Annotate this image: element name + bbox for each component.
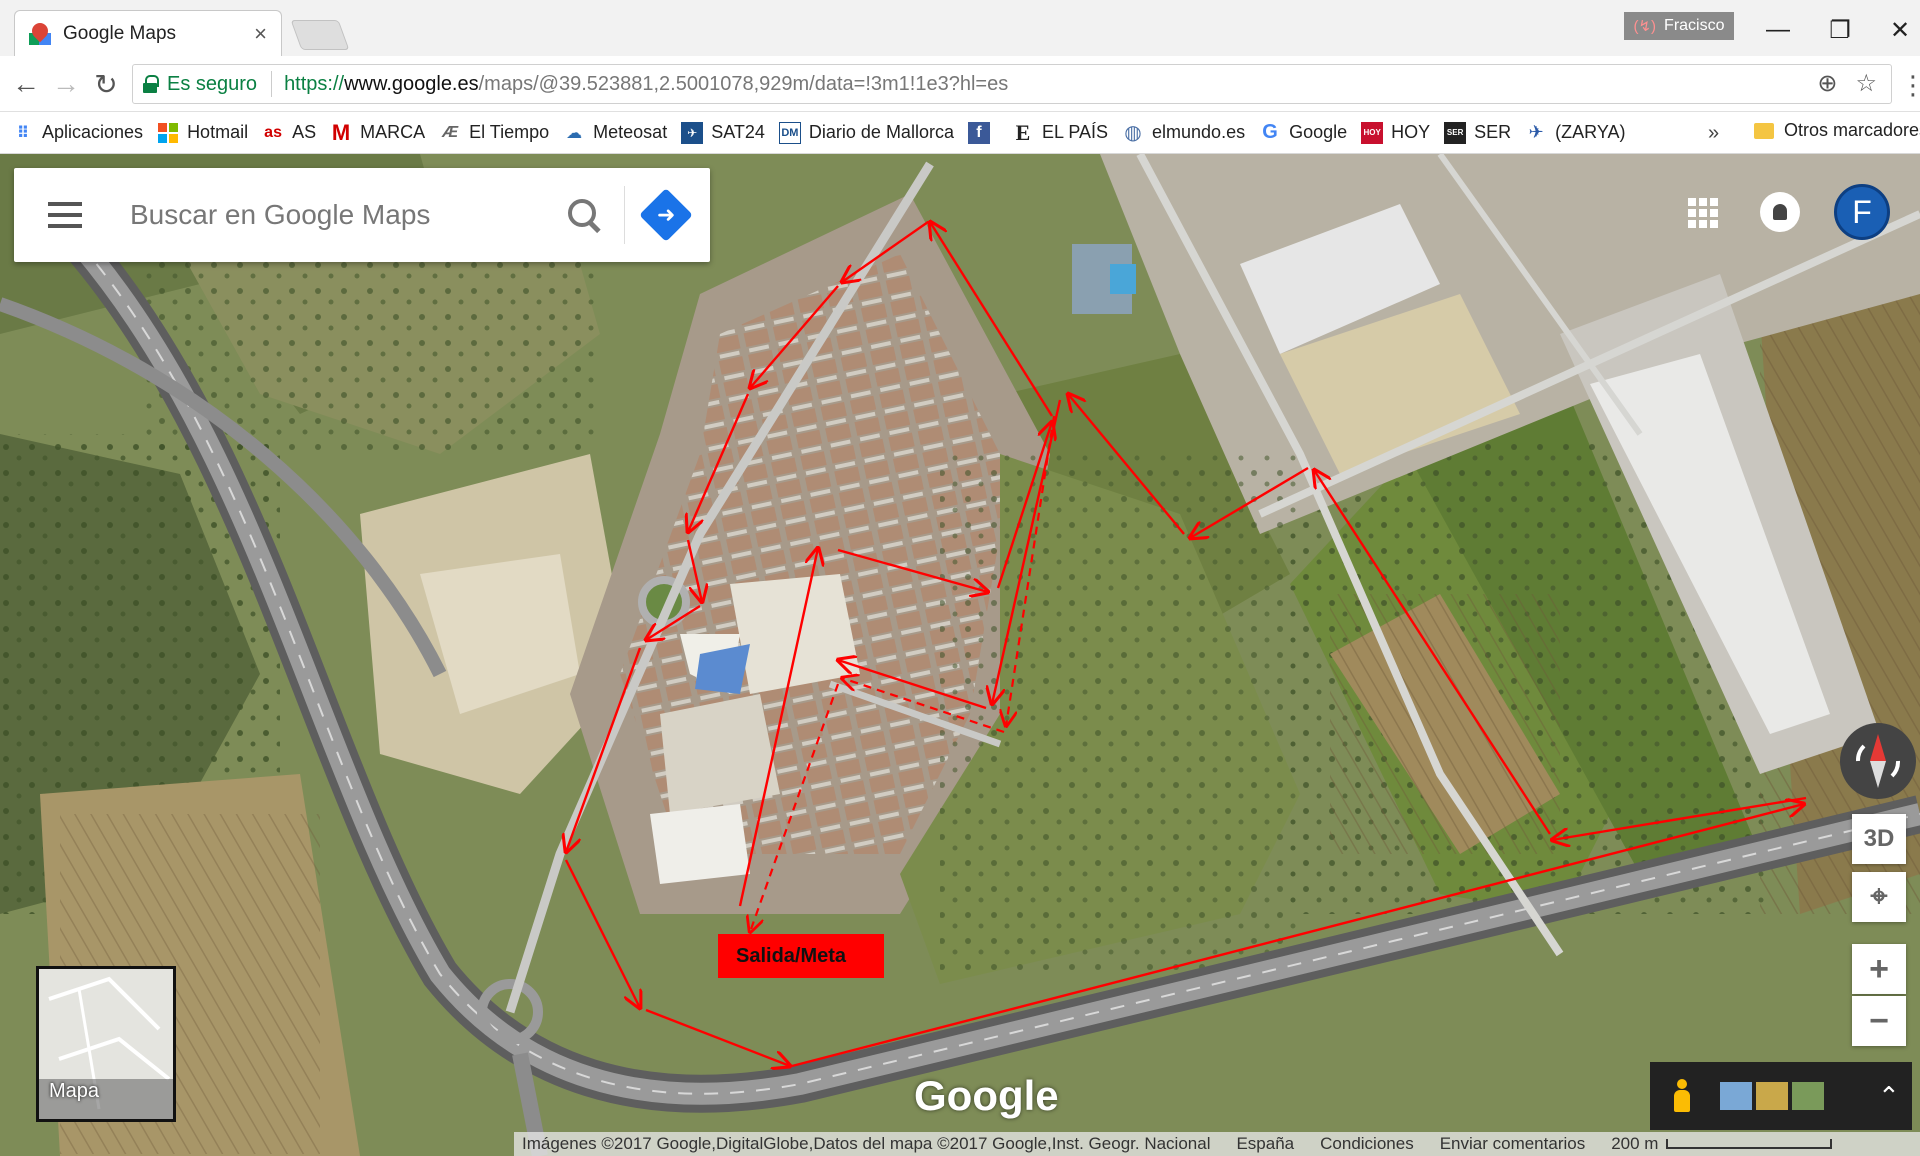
tab-title: Google Maps — [63, 22, 177, 44]
route-lines — [566, 222, 1806, 1066]
close-window-button[interactable]: ✕ — [1889, 16, 1911, 44]
reload-button[interactable]: ↻ — [94, 68, 118, 100]
imagery-bar: ⌃ — [1650, 1062, 1912, 1130]
elpais-logo-icon: E — [1015, 119, 1031, 145]
bookmark-meteosat[interactable]: ☁ Meteosat — [563, 122, 667, 144]
bookmarks-overflow-icon[interactable]: » — [1708, 122, 1720, 144]
zoom-in-button[interactable]: + — [1852, 944, 1906, 994]
minimap-thumbnail — [39, 969, 173, 1119]
bookmark-elmundo[interactable]: ◍ elmundo.es — [1122, 122, 1245, 144]
title-bar: Google Maps × (↯) Fracisco — ❐ ✕ — [0, 0, 1920, 56]
bookmark-diario-de-mallorca[interactable]: DM Diario de Mallorca — [778, 121, 954, 144]
zarya-logo-icon: ✈ — [1528, 122, 1544, 142]
terms-link[interactable]: Condiciones — [1320, 1134, 1414, 1153]
zoom-icon[interactable]: ⊕ — [1817, 70, 1838, 97]
url-path: /maps/@39.523881,2.5001078,929m/data=!3m… — [478, 72, 1009, 95]
route-overlay — [0, 154, 1920, 1156]
satellite-icon: ✈ — [681, 121, 704, 144]
minimap-label: Mapa — [49, 1080, 100, 1102]
folder-icon — [1754, 122, 1774, 139]
bookmark-hoy[interactable]: HOY HOY — [1361, 121, 1430, 144]
compass-icon[interactable] — [1838, 716, 1918, 806]
hoy-logo-icon: HOY — [1361, 121, 1384, 144]
profile-chip[interactable]: (↯) Fracisco — [1624, 12, 1734, 40]
profile-icon: (↯) — [1633, 18, 1657, 35]
route-start-finish-label: Salida/Meta — [718, 934, 884, 978]
secure-label[interactable]: Es seguro — [167, 72, 258, 95]
pegman-icon[interactable] — [1674, 1079, 1690, 1113]
bookmark-el-pais[interactable]: E EL PAÍS — [1012, 119, 1108, 145]
bookmark-sat24[interactable]: ✈ SAT24 — [681, 121, 765, 144]
browser-tab[interactable]: Google Maps × — [14, 10, 282, 56]
google-logo: Google — [914, 1072, 1059, 1119]
bookmark-star-icon[interactable]: ☆ — [1855, 70, 1877, 97]
url-host: www.google.es — [344, 72, 479, 95]
marca-logo-icon: M — [331, 119, 351, 145]
google-apps-icon[interactable] — [1688, 198, 1718, 228]
tab-close-icon[interactable]: × — [254, 20, 267, 46]
google-maps-favicon-icon — [28, 19, 52, 45]
menu-icon[interactable] — [48, 202, 82, 228]
google-g-icon: G — [1262, 121, 1278, 143]
account-avatar[interactable]: F — [1834, 184, 1890, 240]
restore-button[interactable]: ❐ — [1829, 16, 1851, 44]
bookmark-facebook[interactable]: f — [967, 121, 998, 144]
windows-icon — [157, 122, 179, 144]
address-bar[interactable]: Es seguro https:// www.google.es /maps/@… — [132, 64, 1892, 104]
notifications-bell-icon[interactable] — [1760, 192, 1800, 232]
feedback-link[interactable]: Enviar comentarios — [1439, 1134, 1586, 1153]
zoom-out-button[interactable]: − — [1852, 996, 1906, 1046]
bookmark-as[interactable]: as AS — [262, 122, 316, 144]
minimize-button[interactable]: — — [1766, 16, 1790, 43]
directions-icon[interactable]: ➜ — [639, 188, 693, 242]
my-location-button[interactable]: ⌖ — [1852, 872, 1906, 922]
globe-icon: ◍ — [1124, 122, 1142, 144]
map-type-toggle[interactable]: Mapa — [36, 966, 176, 1122]
maps-search-box: ➜ — [14, 168, 710, 262]
scale-bar — [1666, 1139, 1833, 1149]
bookmark-el-tiempo[interactable]: Æ El Tiempo — [439, 122, 549, 144]
route-return-lines — [750, 415, 1056, 932]
my-location-icon: ⌖ — [1870, 880, 1888, 913]
eltiempo-logo-icon: Æ — [442, 123, 459, 141]
map-footer: Imágenes ©2017 Google,DigitalGlobe,Datos… — [514, 1132, 1920, 1156]
expand-chevron-icon[interactable]: ⌃ — [1878, 1080, 1900, 1111]
imagery-thumb-2[interactable] — [1756, 1082, 1788, 1110]
search-input[interactable] — [130, 199, 550, 231]
scale-label[interactable]: 200 m — [1611, 1134, 1659, 1153]
other-bookmarks[interactable]: Otros marcadores — [1754, 120, 1920, 141]
bookmark-hotmail[interactable]: Hotmail — [157, 122, 248, 144]
lock-icon — [143, 75, 159, 93]
imagery-thumb-3[interactable] — [1792, 1082, 1824, 1110]
bookmark-aplicaciones[interactable]: ⠿ Aplicaciones — [12, 122, 143, 144]
bookmark-ser[interactable]: SER SER — [1444, 121, 1511, 144]
ser-logo-icon: SER — [1444, 121, 1467, 144]
imagery-thumb-1[interactable] — [1720, 1082, 1752, 1110]
bookmark-google[interactable]: G Google — [1259, 121, 1347, 144]
satellite-map[interactable]: Salida/Meta ➜ F Mapa 3D — [0, 154, 1920, 1156]
browser-menu-icon[interactable]: ⋮ — [1900, 70, 1920, 100]
navigation-bar: ← → ↻ Es seguro https:// www.google.es /… — [0, 56, 1920, 112]
facebook-icon: f — [967, 121, 990, 144]
country-link[interactable]: España — [1236, 1134, 1295, 1153]
forward-button[interactable]: → — [52, 68, 80, 99]
search-icon[interactable] — [566, 197, 602, 233]
3d-button[interactable]: 3D — [1852, 814, 1906, 864]
url-scheme: https:// — [284, 72, 345, 95]
bookmark-zarya[interactable]: ✈ (ZARYA) — [1525, 122, 1626, 144]
attribution-text: Imágenes ©2017 Google,DigitalGlobe,Datos… — [522, 1134, 1211, 1153]
as-logo-icon: as — [264, 123, 282, 141]
bookmark-marca[interactable]: M MARCA — [331, 119, 426, 145]
bookmarks-bar: ⠿ Aplicaciones Hotmail as AS M MARCA Æ E… — [0, 112, 1920, 154]
cloud-icon: ☁ — [566, 124, 583, 142]
back-button[interactable]: ← — [12, 68, 40, 99]
profile-name: Fracisco — [1664, 17, 1725, 34]
new-tab-button[interactable] — [290, 20, 350, 50]
apps-grid-icon: ⠿ — [16, 124, 30, 142]
dm-logo-icon: DM — [778, 121, 801, 144]
